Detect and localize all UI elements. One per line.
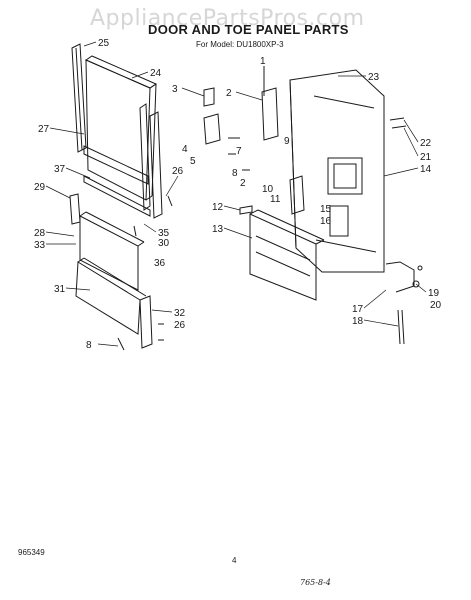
callout-8-upper: 8: [232, 168, 238, 179]
callout-10: 10: [262, 184, 274, 195]
callout-8-lower: 8: [86, 340, 92, 351]
callout-2-lower: 2: [240, 178, 246, 189]
part-door-trim: [83, 145, 149, 185]
part-latch-clip: [239, 205, 253, 215]
part-kick-strip: [75, 257, 147, 335]
part-door-strip: [71, 43, 87, 153]
callout-18: 18: [352, 316, 364, 327]
callout-1: 1: [260, 56, 266, 67]
callout-4: 4: [182, 144, 188, 155]
callout-30: 30: [158, 238, 170, 249]
watermark-text: AppliancePartsPros.com: [90, 6, 365, 31]
callout-14: 14: [420, 164, 432, 175]
part-angled-strip: [83, 175, 151, 217]
callout-33: 33: [34, 240, 46, 251]
callout-25: 25: [98, 38, 110, 49]
part-inner-toe-panel: [249, 209, 325, 301]
callout-19: 19: [428, 288, 440, 299]
callout-13: 13: [212, 224, 224, 235]
callout-7: 7: [236, 146, 242, 157]
part-side-hardware: [389, 117, 407, 129]
callout-32: 32: [174, 308, 186, 319]
callout-27: 27: [38, 124, 50, 135]
callout-35: 35: [158, 228, 170, 239]
footer-page-number: 4: [232, 556, 237, 565]
callout-17: 17: [352, 304, 364, 315]
part-hinge-assembly: [203, 66, 279, 145]
callout-12: 12: [212, 202, 224, 213]
callout-2: 2: [226, 88, 232, 99]
leader-lines: [45, 41, 427, 347]
callout-31: 31: [54, 284, 66, 295]
callout-15: 15: [320, 204, 332, 215]
callout-21: 21: [420, 152, 432, 163]
callout-9: 9: [284, 136, 290, 147]
part-toe-panel-front: [79, 211, 145, 291]
footer-part-number: 965349: [18, 548, 45, 557]
callout-3: 3: [172, 84, 178, 95]
callout-26-lower: 26: [174, 320, 186, 331]
part-screws: [117, 153, 250, 351]
callout-28: 28: [34, 228, 46, 239]
callout-5: 5: [190, 156, 196, 167]
part-clip-bracket: [69, 193, 81, 225]
part-toe-bracket: [139, 295, 153, 349]
part-inner-door-liner: [289, 69, 385, 273]
part-outer-door-panel: [84, 55, 158, 201]
diagram-title: DOOR AND TOE PANEL PARTS: [148, 22, 349, 37]
callout-37: 37: [54, 164, 66, 175]
part-door-spring: [385, 261, 423, 345]
callout-11: 11: [270, 194, 281, 205]
callout-26-upper: 26: [172, 166, 184, 177]
callout-20: 20: [430, 300, 442, 311]
callout-24: 24: [150, 68, 162, 79]
part-side-channel: [139, 103, 163, 219]
callout-36: 36: [154, 258, 166, 269]
callout-22: 22: [420, 138, 432, 149]
callout-29: 29: [34, 182, 46, 193]
callout-23: 23: [368, 72, 380, 83]
callout-16: 16: [320, 216, 332, 227]
model-subtitle: For Model: DU1800XP-3: [196, 40, 284, 49]
footer-handwritten-code: 765-8-4: [300, 578, 331, 587]
callout-labels: 25 24 27 3 2 1 23 4 5 7 9 26 37 29 28 33…: [34, 38, 442, 351]
